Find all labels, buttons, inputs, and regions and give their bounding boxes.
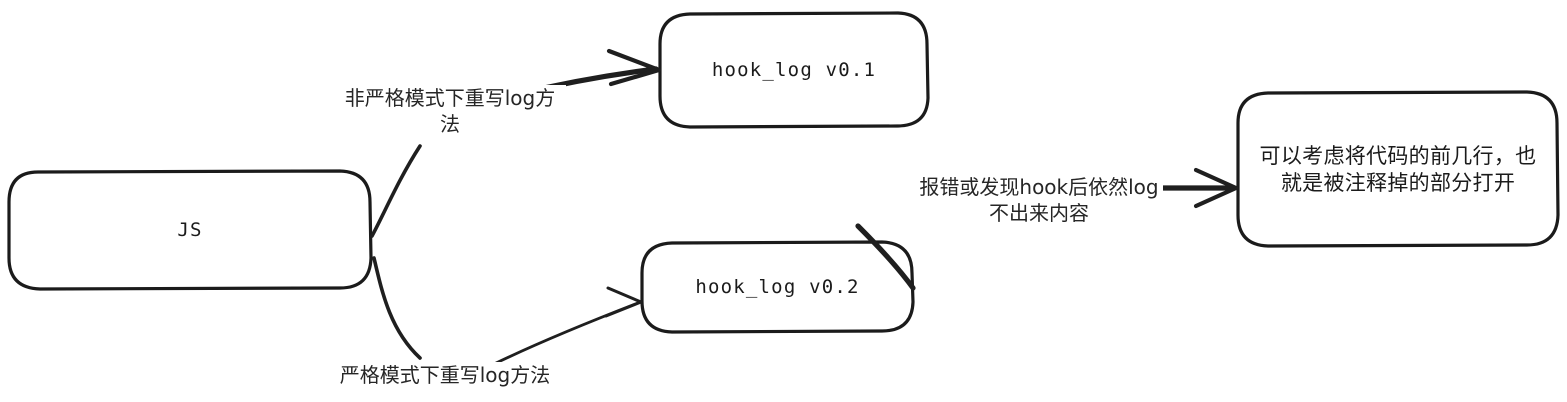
edge-js-to-v01 bbox=[370, 48, 662, 238]
edge-js-to-v02 bbox=[372, 256, 643, 366]
node-hook-log-v02-shape[interactable] bbox=[640, 240, 915, 334]
edge-v02-to-note bbox=[855, 167, 1239, 291]
node-js-shape[interactable] bbox=[7, 169, 373, 291]
node-note-shape[interactable] bbox=[1236, 90, 1560, 248]
node-hook-log-v01-shape[interactable] bbox=[658, 11, 930, 129]
